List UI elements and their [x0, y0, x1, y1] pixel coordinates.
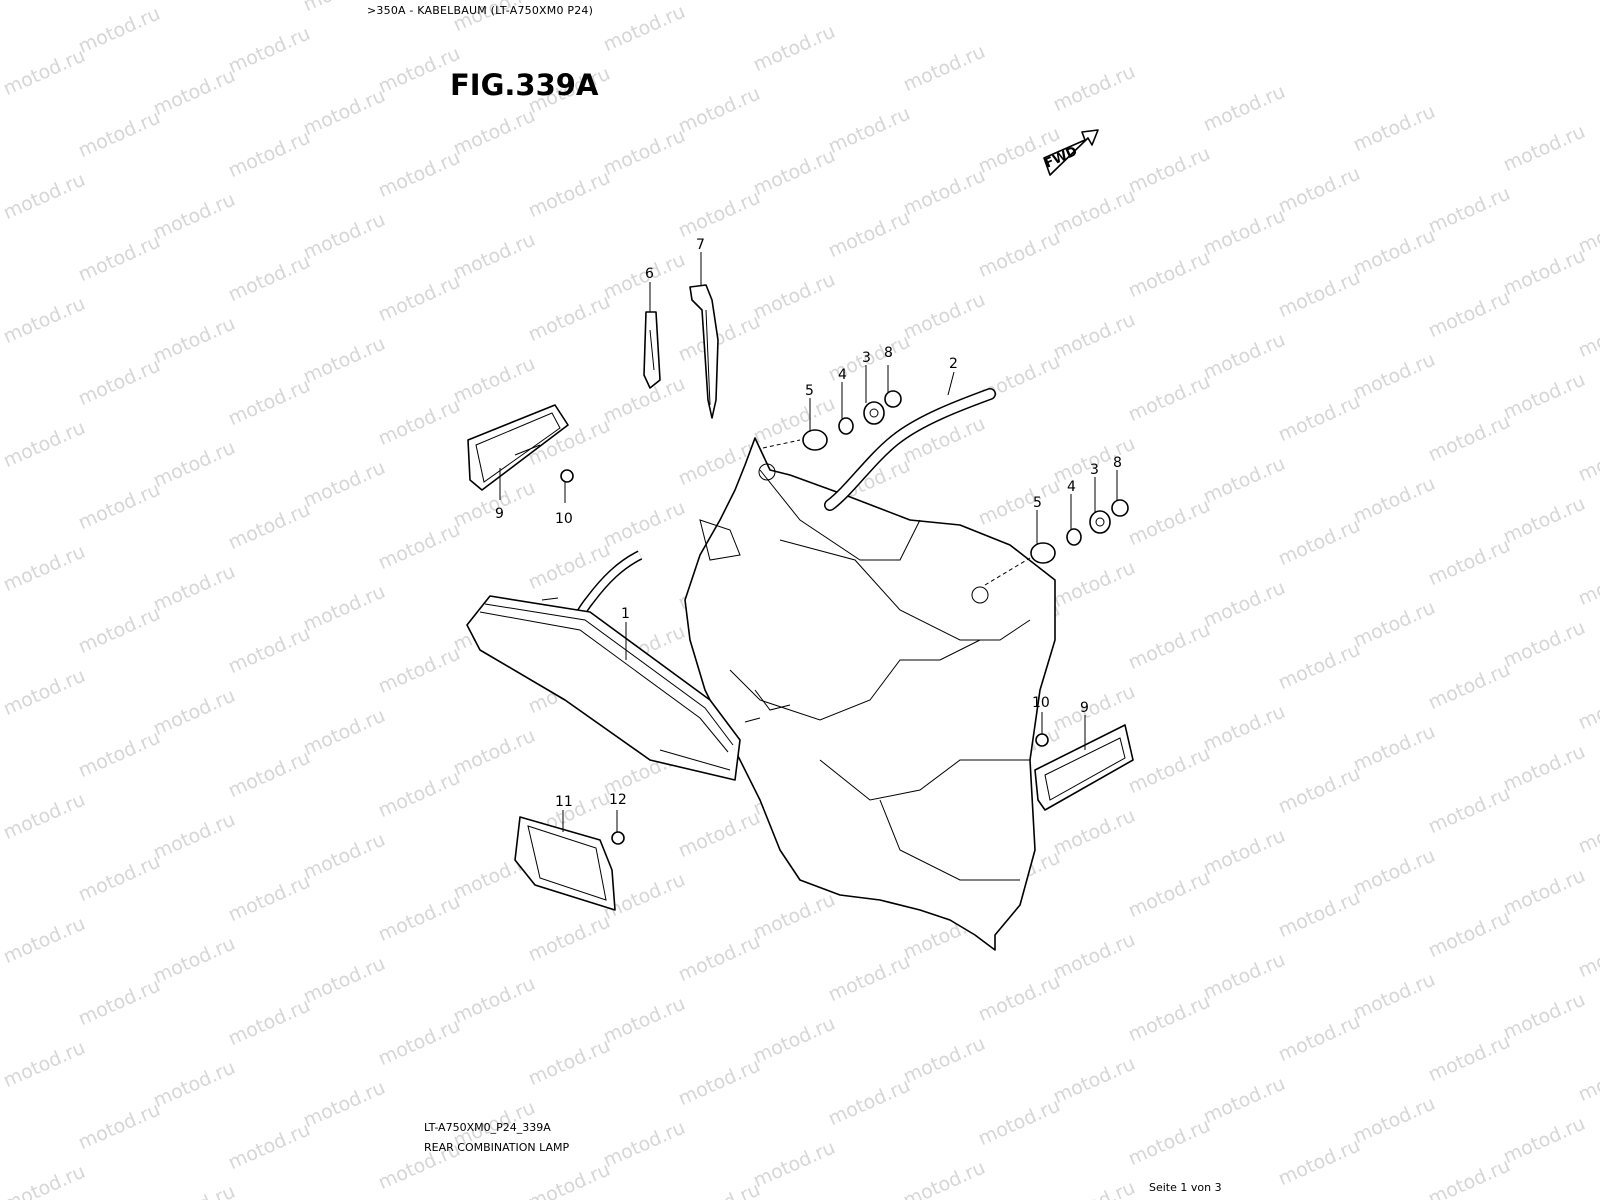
- callout-9-left: 9: [495, 506, 504, 522]
- breadcrumb: >350A - KABELBAUM (LT-A750XM0 P24): [367, 4, 594, 17]
- reflector-upper: [467, 404, 574, 491]
- tail-lamp-assembly: [466, 595, 761, 781]
- callout-5-left: 5: [805, 383, 814, 399]
- callout-3-right: 3: [1090, 462, 1099, 478]
- figure-caption: REAR COMBINATION LAMP: [424, 1141, 570, 1154]
- callout-10-left: 10: [555, 511, 573, 527]
- callout-11: 11: [555, 794, 573, 810]
- reflector-lower: [1034, 724, 1134, 811]
- callout-4-left: 4: [838, 367, 847, 383]
- reflector-11: [514, 816, 625, 911]
- rear-fender: [684, 437, 1056, 951]
- mount-hardware-right: [984, 499, 1129, 586]
- callout-8-right: 8: [1113, 455, 1122, 471]
- callout-12: 12: [609, 792, 627, 808]
- callout-labels: 1 2 3 3 4 4 5 5 6 7 8 8 9 9 10 10 11 12: [495, 237, 1122, 810]
- cable-tie-7: [689, 284, 719, 419]
- mount-hardware-left: [762, 390, 902, 451]
- callout-2: 2: [949, 356, 958, 372]
- callout-7: 7: [696, 237, 705, 253]
- callout-9-right: 9: [1080, 700, 1089, 716]
- callout-5-right: 5: [1033, 495, 1042, 511]
- callout-8-left: 8: [884, 345, 893, 361]
- callout-1: 1: [621, 606, 630, 622]
- page-number: Seite 1 von 3: [1149, 1181, 1222, 1194]
- callout-6: 6: [645, 266, 654, 282]
- leader-lines: [499, 252, 1118, 832]
- callout-3-left: 3: [862, 350, 871, 366]
- figure-code: LT-A750XM0_P24_339A: [424, 1121, 551, 1134]
- figure-title: FIG.339A: [450, 68, 599, 102]
- callout-4-right: 4: [1067, 479, 1076, 495]
- callout-10-right: 10: [1032, 695, 1050, 711]
- fwd-arrow-icon: FWD: [1043, 129, 1099, 176]
- clamp-6: [643, 311, 661, 389]
- fwd-label: FWD: [1043, 144, 1080, 172]
